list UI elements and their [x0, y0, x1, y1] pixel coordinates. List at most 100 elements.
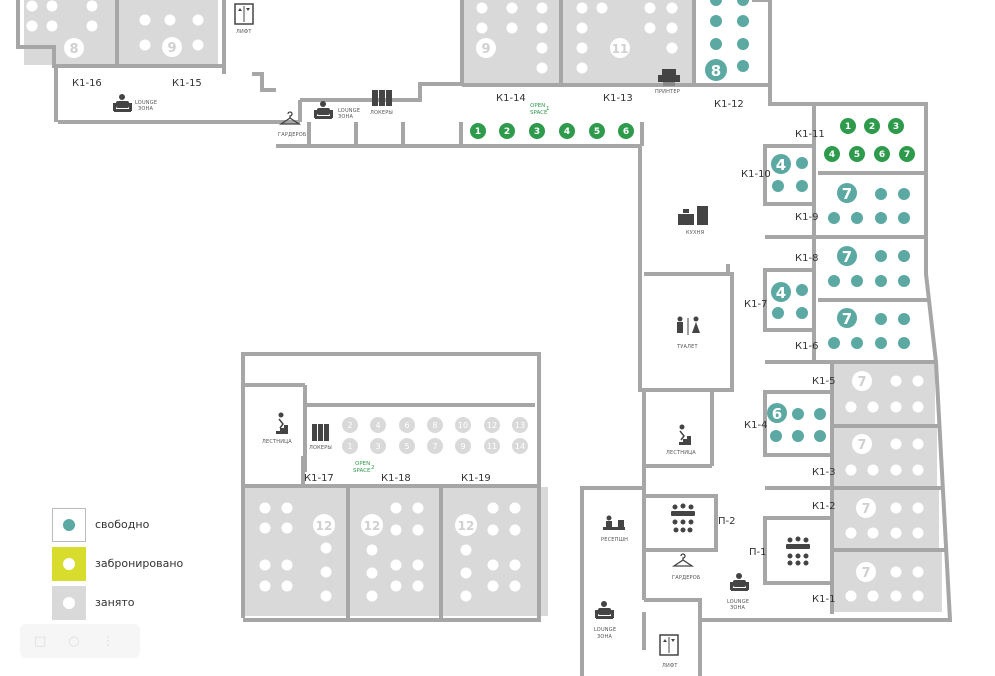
svg-text:8: 8 [432, 421, 437, 430]
svg-text:12: 12 [487, 421, 497, 430]
legend-swatch-free [52, 507, 86, 542]
capacity-badge-k1-13: 11 [610, 38, 630, 58]
svg-text:ЛЕСТНИЦА: ЛЕСТНИЦА [262, 439, 292, 445]
capacity-badge-k1-2: 7 [856, 498, 876, 518]
os1-seat-3[interactable]: 3 [529, 123, 545, 139]
legend-item-occupied: занято [52, 583, 183, 622]
svg-text:4: 4 [829, 150, 835, 160]
svg-text:SPACE: SPACE [353, 468, 371, 474]
svg-text:7: 7 [861, 566, 870, 581]
svg-text:10: 10 [458, 421, 468, 430]
kitchen: КУХНЯ [678, 206, 708, 236]
stairs-icon [675, 424, 691, 445]
os2-seat-10[interactable]: 10 [455, 417, 471, 433]
os2-seat-3[interactable]: 3 [370, 438, 386, 454]
lockers-icon [312, 424, 329, 441]
svg-text:7: 7 [842, 185, 852, 203]
os1-seat-2[interactable]: 2 [499, 123, 515, 139]
capacity-badge-k1-10: 4 [771, 154, 791, 174]
k1-11-seat-7[interactable]: 7 [899, 146, 915, 162]
os1-seat-4[interactable]: 4 [559, 123, 575, 139]
k1-11-seat-5[interactable]: 5 [849, 146, 865, 162]
k1-11-seat-6[interactable]: 6 [874, 146, 890, 162]
os2-seat-8[interactable]: 8 [427, 417, 443, 433]
capacity-badge-k1-5: 7 [852, 371, 872, 391]
stairs-right: ЛЕСТНИЦА [666, 424, 696, 456]
svg-text:11: 11 [487, 442, 497, 451]
os2-seat-11[interactable]: 11 [484, 438, 500, 454]
meeting-room-p1-icon [786, 536, 810, 566]
os2-seat-13[interactable]: 13 [512, 417, 528, 433]
stairs-left: ЛЕСТНИЦА [262, 412, 292, 445]
lockers-top: ЛОКЕРЫ [370, 90, 393, 116]
sofa-icon [595, 601, 614, 619]
os2-seat-5[interactable]: 5 [399, 438, 415, 454]
os2-seat-12[interactable]: 12 [484, 417, 500, 433]
svg-text:2: 2 [347, 421, 352, 430]
os1-seat-6[interactable]: 6 [618, 123, 634, 139]
lift-icon [659, 634, 679, 656]
room-k1-1-area[interactable] [834, 551, 942, 612]
room-label-k1-6: К1-6 [795, 341, 818, 352]
room-label-k1-19: К1-19 [461, 473, 491, 484]
svg-text:ЛИФТ: ЛИФТ [662, 663, 678, 669]
lift-bottom: ЛИФТ [659, 634, 679, 669]
more-icon[interactable]: ⋮ [101, 633, 115, 649]
walls [16, 0, 953, 676]
room-k1-2-area[interactable] [834, 489, 939, 549]
open-space-2-seats: 2 4 6 8 10 12 13 1 3 5 7 9 11 14 [342, 417, 528, 454]
svg-text:LOUNGE: LOUNGE [594, 627, 616, 633]
room-k1-3-area[interactable] [834, 428, 937, 487]
os2-seat-7[interactable]: 7 [427, 438, 443, 454]
os2-seat-14[interactable]: 14 [512, 438, 528, 454]
reception-icon [603, 515, 625, 530]
lift-icon [234, 3, 254, 25]
legend-label: свободно [95, 518, 150, 531]
svg-text:6: 6 [404, 421, 409, 430]
svg-text:OPEN: OPEN [530, 103, 545, 109]
open-space-1-label: OPEN SPACE 1 [530, 103, 550, 116]
os1-seat-5[interactable]: 5 [589, 123, 605, 139]
svg-text:7: 7 [861, 502, 870, 517]
room-label-k1-3: К1-3 [812, 467, 835, 478]
capacity-badge-k1-3: 7 [852, 434, 872, 454]
k1-11-seat-4[interactable]: 4 [824, 146, 840, 162]
svg-text:ЗОНА: ЗОНА [338, 114, 354, 120]
os2-seat-2[interactable]: 2 [342, 417, 358, 433]
svg-text:13: 13 [515, 421, 525, 430]
capacity-badge-k1-16: 8 [64, 38, 84, 58]
room-k1-5-area[interactable] [834, 364, 935, 426]
toilet-icon [677, 316, 700, 335]
svg-text:4: 4 [776, 284, 786, 302]
svg-text:ТУАЛЕТ: ТУАЛЕТ [676, 344, 698, 350]
k1-11-seat-1[interactable]: 1 [840, 118, 856, 134]
os2-seat-4[interactable]: 4 [370, 417, 386, 433]
os2-seat-1[interactable]: 1 [342, 438, 358, 454]
k1-11-seat-2[interactable]: 2 [864, 118, 880, 134]
room-label-k1-13: К1-13 [603, 93, 633, 104]
os2-seat-6[interactable]: 6 [399, 417, 415, 433]
svg-text:2: 2 [869, 122, 875, 132]
svg-text:12: 12 [316, 519, 333, 533]
os1-seat-1[interactable]: 1 [470, 123, 486, 139]
sofa-icon [314, 101, 333, 119]
svg-text:6: 6 [879, 150, 885, 160]
os2-seat-9[interactable]: 9 [455, 438, 471, 454]
svg-text:3: 3 [375, 442, 380, 451]
room-label-k1-2: К1-2 [812, 501, 835, 512]
capacity-badge-k1-4: 6 [767, 403, 787, 423]
hanger-icon [671, 553, 695, 567]
legend: свободно забронировано занято [52, 505, 183, 622]
capacity-badge-k1-7: 4 [771, 282, 791, 302]
bookmark-icon[interactable]: □ [34, 633, 47, 649]
svg-text:ЛОКЕРЫ: ЛОКЕРЫ [309, 445, 332, 451]
occupied-seats [26, 0, 924, 602]
room-label-k1-5: К1-5 [812, 376, 835, 387]
wardrobe-bottom: ГАРДЕРОБ [671, 553, 701, 581]
k1-11-seat-3[interactable]: 3 [888, 118, 904, 134]
toilet: ТУАЛЕТ [676, 316, 700, 350]
stairs-icon [272, 412, 288, 434]
svg-text:ЛОКЕРЫ: ЛОКЕРЫ [370, 110, 393, 116]
room-label-k1-12: К1-12 [714, 99, 744, 110]
camera-icon[interactable]: ○ [68, 633, 80, 649]
